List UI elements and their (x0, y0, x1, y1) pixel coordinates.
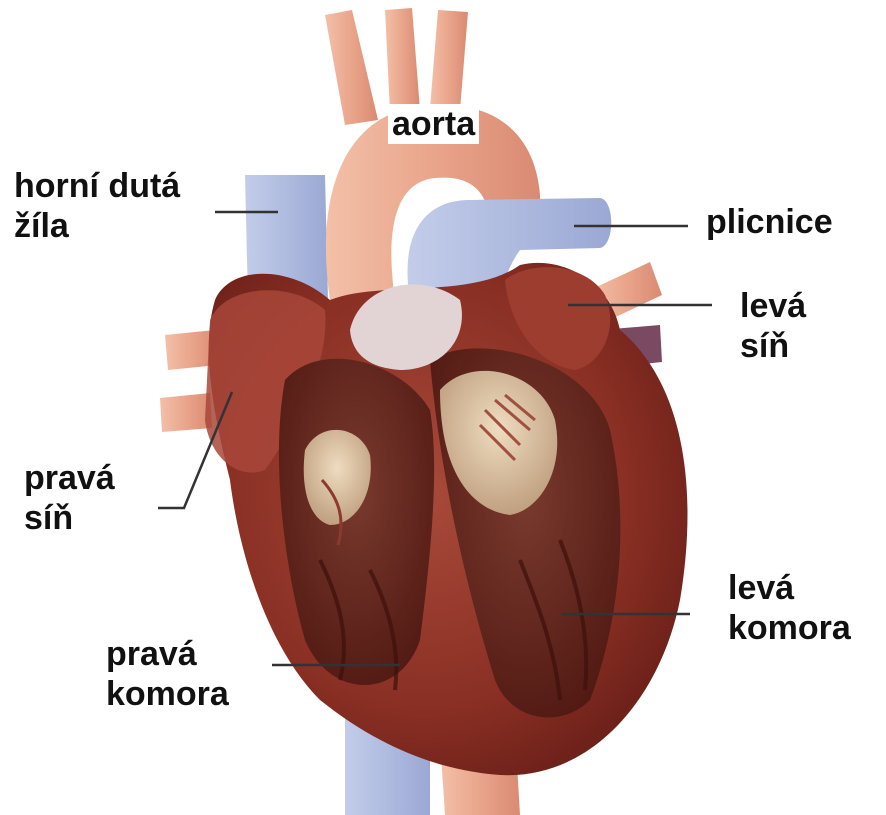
label-right-atrium: pravá síň (24, 458, 115, 538)
label-superior-vena-cava: horní dutá žíla (14, 166, 180, 246)
label-left-ventricle-line1: levá (728, 568, 851, 608)
label-aorta-text: aorta (392, 104, 475, 144)
label-aorta: aorta (388, 104, 479, 144)
label-right-atrium-line2: síň (24, 498, 115, 538)
label-left-atrium-line2: síň (740, 326, 806, 366)
label-superior-vena-cava-line1: horní dutá (14, 166, 180, 206)
label-left-atrium-line1: levá (740, 286, 806, 326)
label-right-ventricle: pravá komora (106, 634, 229, 714)
label-right-atrium-line1: pravá (24, 458, 115, 498)
label-left-atrium: levá síň (740, 286, 806, 366)
label-right-ventricle-line2: komora (106, 674, 229, 714)
label-pulmonary-artery: plicnice (706, 202, 833, 242)
label-right-ventricle-line1: pravá (106, 634, 229, 674)
label-left-ventricle: levá komora (728, 568, 851, 648)
label-left-ventricle-line2: komora (728, 608, 851, 648)
label-superior-vena-cava-line2: žíla (14, 206, 180, 246)
label-pulmonary-artery-text: plicnice (706, 202, 833, 242)
